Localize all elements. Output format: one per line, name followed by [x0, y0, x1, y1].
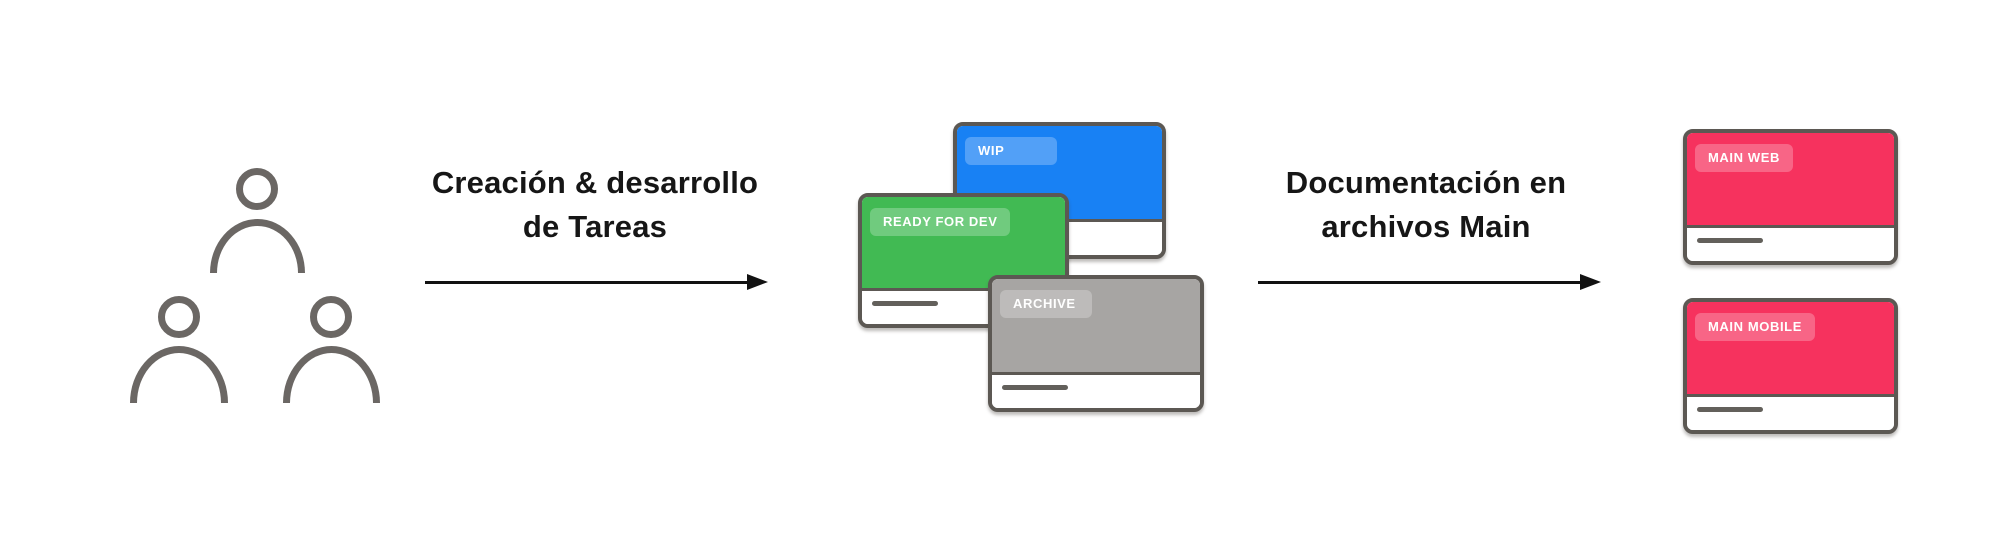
- step2-label: Documentación en archivos Main: [1241, 161, 1611, 249]
- card-main-web-body: MAIN WEB: [1687, 133, 1894, 225]
- step1-label: Creación & desarrollo de Tareas: [410, 161, 780, 249]
- person-body-icon: [130, 346, 228, 403]
- card-main-mobile-body: MAIN MOBILE: [1687, 302, 1894, 394]
- person-body-icon: [283, 346, 380, 403]
- step1-label-line1: Creación & desarrollo: [431, 165, 759, 200]
- team-icon: [130, 168, 383, 405]
- person-head-icon: [236, 168, 278, 210]
- arrow-right-icon: [425, 274, 768, 290]
- status-badge: ARCHIVE: [1000, 290, 1092, 318]
- step2-label-line2: archivos Main: [1321, 209, 1531, 244]
- card-archive-footer: [992, 372, 1200, 408]
- status-badge: READY FOR DEV: [870, 208, 1011, 236]
- person-body-icon: [210, 219, 305, 273]
- step1-label-line2: de Tareas: [522, 209, 668, 244]
- card-main-web: MAIN WEB: [1683, 129, 1898, 265]
- placeholder-text-line: [1697, 407, 1763, 412]
- arrow-right-icon: [1258, 274, 1601, 290]
- placeholder-text-line: [1002, 385, 1068, 390]
- card-main-web-footer: [1687, 225, 1894, 261]
- card-archive-body: ARCHIVE: [992, 279, 1200, 372]
- status-badge: MAIN MOBILE: [1695, 313, 1815, 341]
- card-ready-for-dev-body: READY FOR DEV: [862, 197, 1065, 288]
- card-main-mobile: MAIN MOBILE: [1683, 298, 1898, 434]
- step2-label-line1: Documentación en: [1285, 165, 1567, 200]
- card-main-mobile-footer: [1687, 394, 1894, 430]
- person-head-icon: [310, 296, 352, 338]
- status-badge: MAIN WEB: [1695, 144, 1793, 172]
- status-badge: WIP: [965, 137, 1057, 165]
- placeholder-text-line: [872, 301, 938, 306]
- person-head-icon: [158, 296, 200, 338]
- placeholder-text-line: [1697, 238, 1763, 243]
- card-archive: ARCHIVE: [988, 275, 1204, 412]
